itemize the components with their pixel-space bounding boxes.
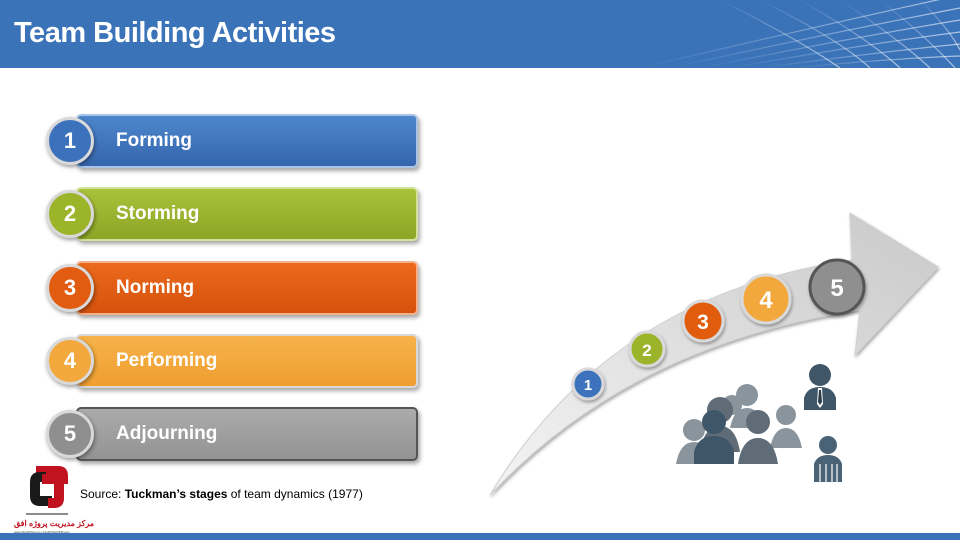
page-title: Team Building Activities [14,17,336,49]
source-citation: Source: Tuckman’s stages of team dynamic… [80,487,363,501]
stage-bar [76,407,418,461]
header-mesh-decoration [639,0,960,68]
stage-bar [76,114,418,168]
arrow-step-2: 2 [628,330,666,368]
header-bar: Team Building Activities [0,0,960,68]
footer-bar [0,533,960,540]
stage-number-badge: 3 [46,264,94,312]
stage-label: Norming [116,277,195,298]
stage-performing: Performing 4 [46,332,424,392]
arrow-step-number: 2 [642,341,651,360]
stage-number-badge: 2 [46,190,94,238]
arrow-step-3: 3 [681,299,725,343]
stage-forming: Forming 1 [46,112,424,172]
stage-number-badge: 1 [46,117,94,165]
source-prefix: Source: [80,487,125,501]
growth-arrow-icon: 1 2 3 4 5 [489,212,939,496]
arrow-step-4: 4 [740,273,792,325]
arrow-step-1: 1 [571,367,605,401]
stage-norming: Norming 3 [46,259,424,319]
logo-text: مرکز مدیریت پروژه افق [14,519,95,528]
source-bold: Tuckman’s stages [124,487,228,501]
arrow-step-5: 5 [808,258,866,316]
stage-number-badge: 5 [46,410,94,458]
stage-adjourning: Adjourning 5 [46,405,424,465]
stage-label: Forming [116,130,192,151]
stage-label: Storming [116,203,200,224]
arrow-step-number: 5 [830,275,843,302]
arrow-step-number: 4 [759,287,773,314]
stage-label: Performing [116,350,218,371]
logo-url: www.OfoghPM.com | info@OfoghPM.com [14,530,70,534]
stage-number-badge: 4 [46,337,94,385]
stage-label: Adjourning [116,423,218,444]
team-people-icon [676,364,842,482]
stage-bar [76,261,418,315]
stage-bar [76,187,418,241]
arrow-step-number: 1 [584,377,592,394]
stage-bar [76,334,418,388]
stage-storming: Storming 2 [46,185,424,245]
ofogh-logo-icon [26,466,68,515]
source-suffix: of team dynamics (1977) [227,487,363,501]
arrow-step-number: 3 [697,311,709,334]
